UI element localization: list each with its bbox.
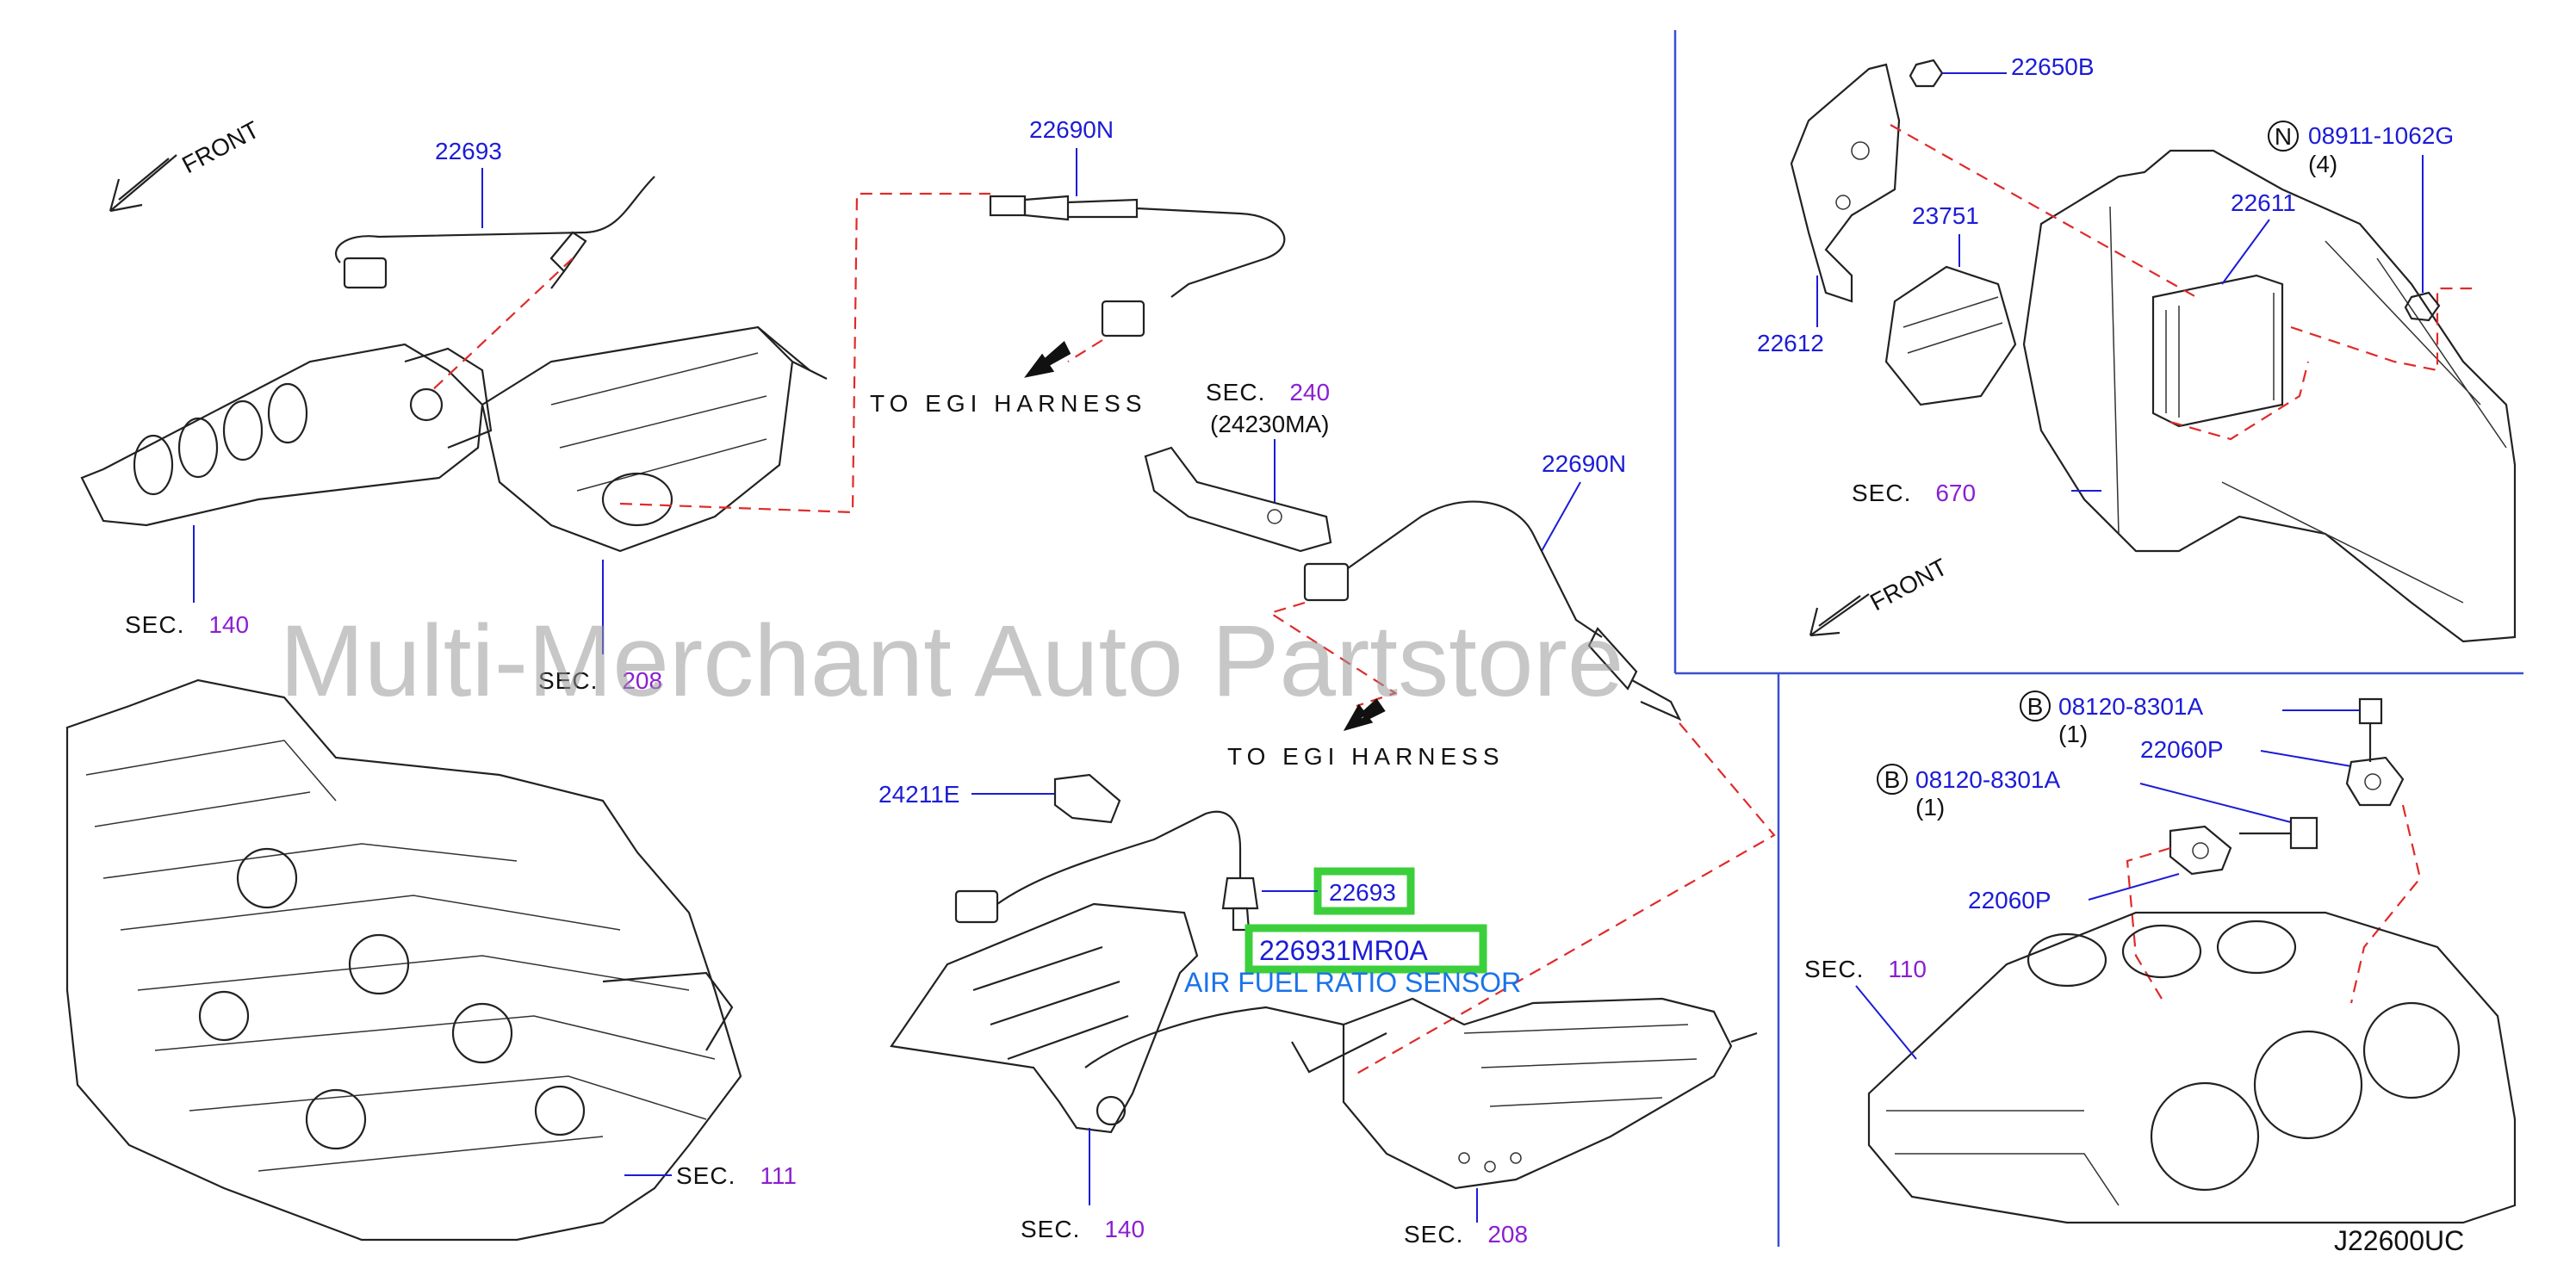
leader-dash [619, 192, 990, 514]
highlight-caption: AIR FUEL RATIO SENSOR [1184, 967, 1521, 998]
leader-line [2260, 750, 2352, 767]
oxygen-sensor-22690N-illustration-top [989, 195, 1286, 338]
knock-sensor-illustration-b [2169, 825, 2232, 876]
part-number-226931MR0A[interactable]: 226931MR0A [1259, 935, 1428, 966]
harness-label-mid: TO EGI HARNESS [1227, 743, 1505, 770]
part-number-22060P-a[interactable]: 22060P [2140, 736, 2224, 763]
section-ref-208-top: SEC.208 [538, 667, 662, 694]
leader-dash [2349, 804, 2422, 1004]
leader-line [2221, 219, 2270, 285]
oxygen-sensor-22690N-illustration-mid [1303, 500, 1682, 722]
exhaust-manifold-illustration-top [80, 343, 493, 527]
section-ref-110: SEC.110 [1804, 956, 1927, 982]
diagram-code: J22600UC [2334, 1225, 2464, 1256]
prefix-circle [2268, 121, 2299, 152]
cylinder-block-illustration [1867, 911, 2517, 1224]
nut-icon [2404, 291, 2441, 322]
front-arrow-icon [109, 154, 177, 213]
part-number-22693-highlighted[interactable]: 22693 [1329, 879, 1396, 906]
part-number-22690N-top[interactable]: 22690N [1029, 116, 1114, 143]
watermark-text: Multi-Merchant Auto Partstore [280, 604, 1624, 718]
leader-line [2139, 783, 2292, 823]
leader-line [2088, 873, 2180, 901]
section-ref-208-bottom: SEC.208 [1404, 1221, 1528, 1248]
front-label-right: FRONT [1865, 554, 1952, 616]
part-number-08120-8301A-b[interactable]: 08120-8301A [1915, 766, 2060, 793]
part-number-22611[interactable]: 22611 [2231, 189, 2296, 216]
part-number-22693-top[interactable]: 22693 [435, 138, 502, 164]
oxygen-sensor-illustration-top [334, 176, 655, 289]
air-fuel-ratio-sensor-illustration [954, 810, 1259, 932]
leader-line [1855, 985, 1917, 1060]
section-ref-240: SEC.240 [1206, 379, 1330, 406]
quantity-08120-b: (1) [1915, 794, 1945, 821]
bolt-icon [2239, 816, 2318, 850]
engine-assembly-illustration [65, 678, 742, 1242]
ecm-module-22611-illustration [2151, 274, 2284, 428]
clip-illustration [1053, 773, 1121, 824]
leader-dash [430, 257, 574, 393]
catalytic-converter-illustration-top [481, 325, 828, 553]
part-number-22650B[interactable]: 22650B [2011, 53, 2095, 80]
section-ref-140-top: SEC.140 [125, 611, 249, 638]
leader-line [1541, 481, 1581, 552]
leader-dash [1067, 339, 1103, 362]
exhaust-manifold-illustration-bottom [890, 902, 1344, 1134]
part-number-23751[interactable]: 23751 [1912, 202, 1979, 229]
knock-sensor-illustration-a [2345, 756, 2405, 807]
body-panel-illustration [2022, 149, 2517, 643]
prefix-letter-n: N [2275, 123, 2292, 150]
leader-dash [1351, 722, 1776, 1077]
part-number-24211E[interactable]: 24211E [878, 781, 959, 808]
leader-dash [2290, 287, 2472, 372]
part-number-22690N-mid[interactable]: 22690N [1542, 450, 1626, 477]
prefix-letter-b: B [2027, 693, 2044, 720]
part-number-08120-8301A-a[interactable]: 08120-8301A [2058, 693, 2203, 720]
front-arrow-icon [1809, 593, 1870, 637]
bracket-illustration [1144, 446, 1332, 553]
quantity-08911: (4) [2308, 151, 2337, 177]
highlight-box-226931MR0A [1245, 924, 1487, 974]
bolt-icon [2358, 697, 2383, 762]
ecm-bracket-illustration [1790, 63, 1901, 303]
leader-dash [2126, 846, 2171, 1000]
part-number-08911-1062G[interactable]: 08911-1062G [2308, 122, 2454, 149]
leader-dash [2169, 361, 2310, 441]
prefix-letter-b: B [1884, 766, 1901, 793]
part-number-22060P-b[interactable]: 22060P [1968, 887, 2051, 914]
prefix-circle [1877, 764, 1908, 795]
arrow-to-harness-icon [1024, 340, 1071, 378]
arrow-to-harness-icon [1343, 698, 1386, 732]
section-ref-111: SEC.111 [676, 1162, 797, 1189]
harness-label-top: TO EGI HARNESS [870, 390, 1147, 417]
section-ref-670: SEC.670 [1852, 480, 1976, 506]
nut-icon [1909, 59, 1944, 88]
part-number-22612[interactable]: 22612 [1757, 330, 1824, 356]
catalytic-converter-illustration-bottom [1291, 997, 1758, 1190]
section-ref-140-bottom: SEC.140 [1021, 1216, 1145, 1242]
ecm-module-23751-illustration [1884, 265, 2017, 406]
prefix-circle [2020, 691, 2051, 722]
quantity-08120-a: (1) [2058, 721, 2088, 747]
section-240-subref: (24230MA) [1210, 411, 1330, 437]
front-label-top: FRONT [177, 116, 264, 179]
